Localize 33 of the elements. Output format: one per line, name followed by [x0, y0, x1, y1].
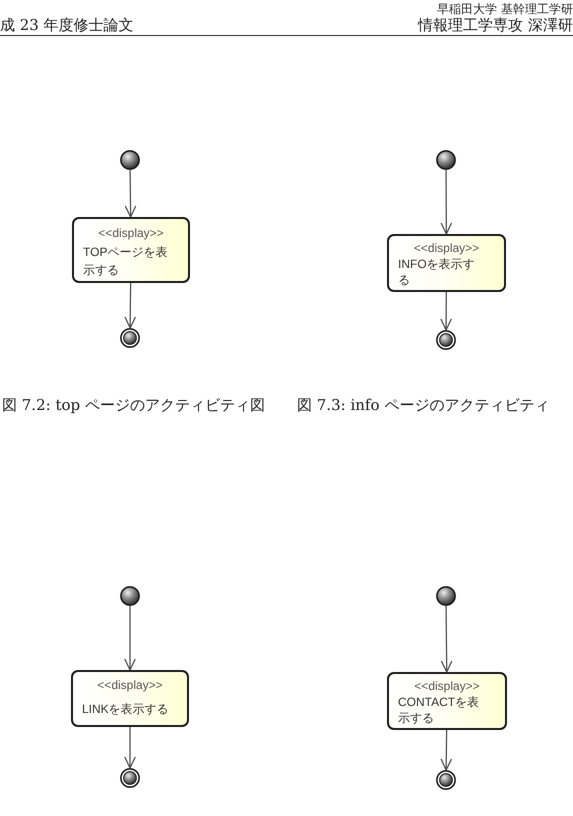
action-box: [71, 670, 189, 727]
arrow: [440, 606, 452, 673]
action-label: TOPページを表示する: [83, 244, 168, 279]
action-box: [387, 672, 507, 730]
start-circle: [120, 150, 140, 170]
stereotype-label: <<display>>: [97, 677, 163, 693]
stereotype-label: <<display>>: [98, 225, 164, 241]
page-header: 成 23 年度修士論文: [0, 17, 134, 34]
action-box: [387, 234, 506, 292]
action-label: LINKを表示する: [82, 701, 169, 717]
stereotype-label: <<display>>: [414, 240, 480, 256]
action-label: INFOを表示する: [398, 256, 476, 288]
arrow: [124, 606, 136, 671]
arrow: [124, 283, 136, 329]
end-circle: [436, 330, 456, 350]
start-circle: [436, 586, 456, 606]
arrow: [440, 730, 452, 771]
stereotype-label: <<display>>: [414, 678, 480, 694]
figure-caption: 図 7.2: top ページのアクティビティ図: [2, 396, 265, 414]
start-circle: [120, 586, 140, 606]
figure-caption: 図 7.3: info ページのアクティビティ: [297, 396, 550, 414]
page-header: 早稲田大学 基幹理工学研: [437, 2, 573, 17]
action-label: CONTACTを表示する: [398, 694, 480, 726]
arrow: [440, 170, 452, 235]
end-circle: [436, 770, 456, 790]
start-circle: [436, 150, 456, 170]
arrow: [440, 292, 452, 331]
arrow: [124, 727, 136, 769]
end-circle: [120, 328, 140, 348]
page-header: 情報理工学専攻 深澤研: [418, 17, 573, 34]
end-circle: [120, 768, 140, 788]
action-box: [72, 217, 190, 283]
arrow: [124, 170, 136, 218]
